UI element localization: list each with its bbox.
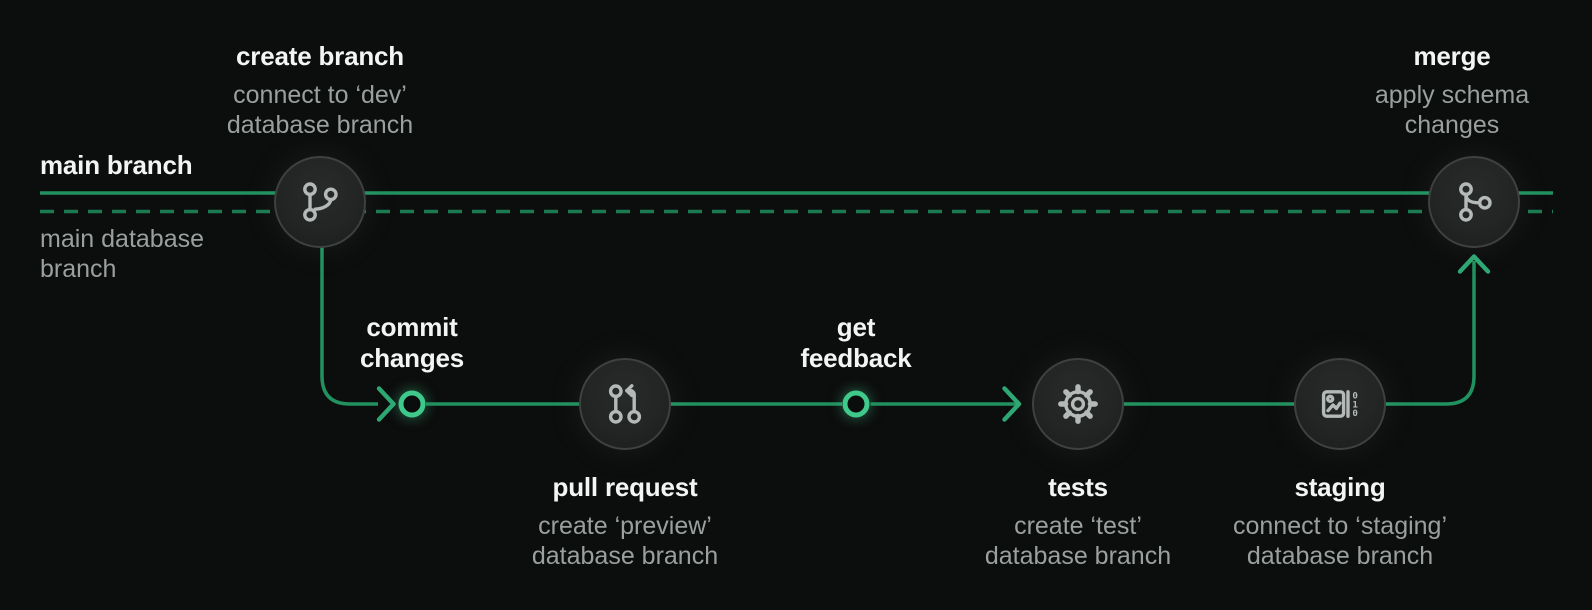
merge-arrow-icon	[1457, 254, 1491, 274]
merge-node	[1428, 156, 1520, 248]
staging-to-merge-connector	[1385, 261, 1476, 406]
create-branch-down-connector	[320, 246, 378, 406]
tests-arrow-icon	[1002, 386, 1022, 422]
git-branch-icon	[303, 182, 338, 222]
git-merge-icon	[1459, 182, 1492, 222]
merge-subtitle: apply schema changes	[1374, 81, 1530, 139]
merge-title: merge	[1413, 41, 1491, 71]
pull-request-node	[579, 358, 671, 450]
create-branch-subtitle: connect to ‘dev’ database branch	[226, 81, 414, 139]
create-branch-node	[274, 156, 366, 248]
git-pull-request-icon	[608, 384, 642, 424]
main-branch-label: main branch	[40, 150, 193, 180]
schema-data-icon: 0 1 0	[1321, 390, 1358, 419]
staging-icon-digit-0: 0	[1352, 391, 1358, 402]
staging-title: staging	[1294, 472, 1386, 502]
commit-changes-label: commit changes	[359, 312, 465, 373]
staging-icon-digit-1: 1	[1352, 399, 1358, 410]
tests-title: tests	[1048, 472, 1108, 502]
staging-subtitle: connect to ‘staging’ database branch	[1232, 512, 1448, 570]
gear-icon	[1058, 384, 1098, 424]
create-branch-title: create branch	[236, 41, 404, 71]
pull-request-subtitle: create ‘preview’ database branch	[531, 512, 719, 570]
main-database-branch-label: main database branch	[40, 225, 205, 283]
commit-changes-marker	[398, 390, 426, 418]
tests-subtitle: create ‘test’ database branch	[984, 512, 1172, 570]
tests-node	[1032, 358, 1124, 450]
pull-request-title: pull request	[552, 472, 698, 502]
commit-arrow-icon	[376, 386, 396, 422]
get-feedback-label: get feedback	[800, 312, 912, 373]
staging-node: 0 1 0	[1294, 358, 1386, 450]
staging-icon-digit-2: 0	[1352, 408, 1358, 419]
get-feedback-marker	[842, 390, 870, 418]
